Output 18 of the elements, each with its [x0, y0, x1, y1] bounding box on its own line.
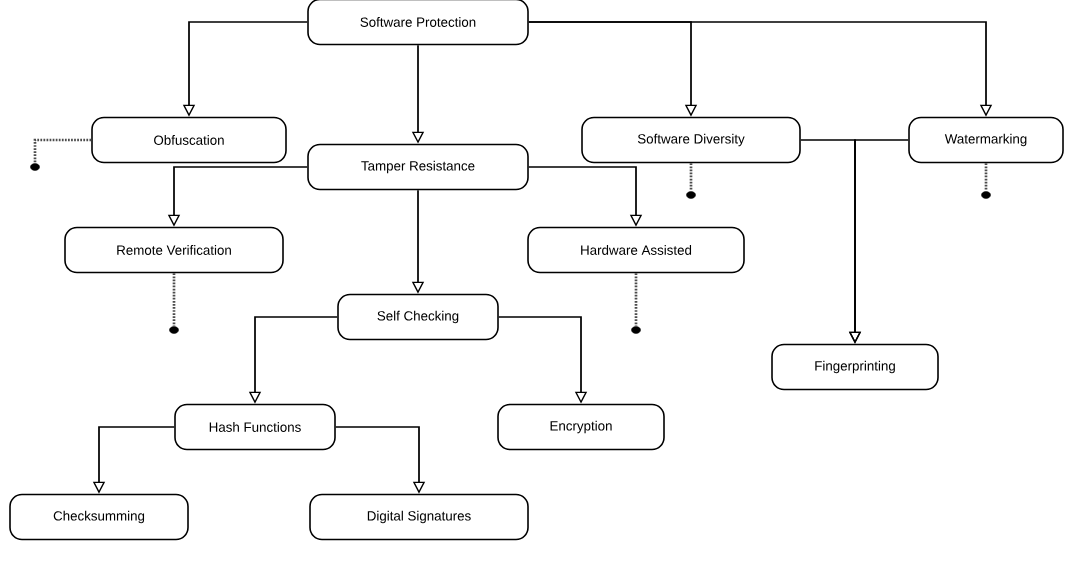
process-box: Watermarking: [908, 116, 1064, 164]
dotted-line: [172, 273, 176, 327]
process-box: Tamper Resistance: [307, 143, 529, 191]
process-box: Encryption: [497, 403, 665, 451]
dotted-line: [689, 163, 693, 192]
dotted-line: [634, 273, 638, 327]
dotted-line: [33, 138, 92, 164]
process-box: Checksumming: [9, 493, 189, 541]
process-box: Software Protection: [307, 0, 529, 46]
process-box: Fingerprinting: [771, 343, 939, 391]
process-box: Hardware Assisted: [527, 226, 745, 274]
process-box: Remote Verification: [64, 226, 284, 274]
dotted-line: [984, 163, 988, 192]
process-box: Obfuscation: [91, 116, 287, 164]
process-box: Self Checking: [337, 293, 499, 341]
process-box: Hash Functions: [174, 403, 336, 451]
process-box: Digital Signatures: [309, 493, 529, 541]
process-box: Software Diversity: [581, 116, 801, 164]
